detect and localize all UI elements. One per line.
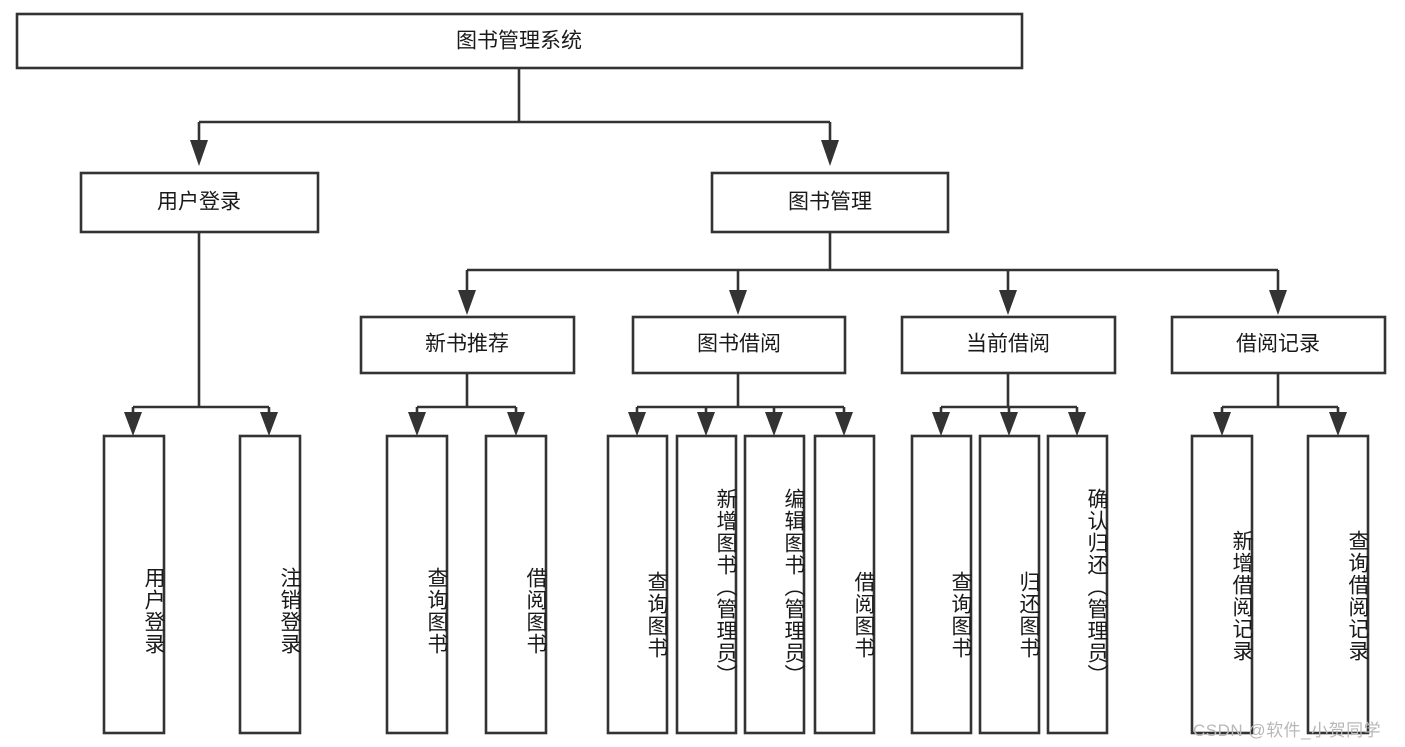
arrow-userlogin-l1-icon (124, 412, 142, 436)
csdn-watermark: CSDN @软件_小贺同学 (1193, 721, 1382, 740)
leaf-query-book-2-box[interactable] (606, 434, 669, 735)
leaf-return-book-box[interactable] (978, 434, 1041, 735)
node-current-borrow-box[interactable] (900, 315, 1117, 375)
arrow-newbook-l2-icon (507, 412, 525, 436)
node-book-management-system-box[interactable] (15, 12, 1024, 70)
leaf-edit-book-box[interactable] (743, 434, 806, 735)
connector-group-book-management (458, 232, 1287, 315)
arrow-currentborrow-l2-icon (1000, 412, 1018, 436)
node-new-book-recommend-box[interactable] (359, 315, 576, 375)
leaf-add-record-box[interactable] (1190, 434, 1254, 735)
leaf-user-login-box[interactable] (102, 434, 166, 735)
node-book-borrow-box[interactable] (631, 315, 847, 375)
arrow-bookmgmt-to-c3-icon (999, 290, 1017, 315)
leaf-logout-login-box[interactable] (238, 434, 302, 735)
node-user-login-label: 用户登录 (157, 191, 241, 214)
node-borrow-record[interactable]: 借阅记录 (1170, 315, 1387, 375)
node-book-borrow[interactable]: 图书借阅 (631, 315, 847, 375)
arrow-bookmgmt-to-c1-icon (458, 290, 476, 315)
leaf-borrow-book-2-box[interactable] (813, 434, 876, 735)
node-book-management-system-label: 图书管理系统 (456, 30, 582, 53)
leaf-query-record-box[interactable] (1306, 434, 1370, 735)
arrow-currentborrow-l1-icon (932, 412, 950, 436)
node-user-login[interactable]: 用户登录 (79, 171, 320, 234)
node-book-management-box[interactable] (710, 171, 950, 234)
leaf-boxes-group (102, 434, 1370, 735)
node-book-management-system[interactable]: 图书管理系统 (15, 12, 1024, 70)
connector-group-borrow-record (1213, 373, 1347, 436)
arrow-bookmgmt-to-c4-icon (1269, 290, 1287, 315)
connector-group-root (190, 68, 839, 166)
node-borrow-record-box[interactable] (1170, 315, 1387, 375)
node-user-login-box[interactable] (79, 171, 320, 234)
connector-group-new-book-recommend (408, 373, 525, 436)
node-current-borrow-label: 当前借阅 (966, 333, 1050, 356)
arrow-bookborrow-l3-icon (765, 412, 783, 436)
arrow-userlogin-l2-icon (260, 412, 278, 436)
arrow-bookborrow-l4-icon (835, 412, 853, 436)
arrow-root-to-user-login-icon (190, 140, 208, 166)
leaf-confirm-return-box[interactable] (1046, 434, 1109, 735)
arrow-borrowrecord-l2-icon (1329, 412, 1347, 436)
node-current-borrow[interactable]: 当前借阅 (900, 315, 1117, 375)
leaf-query-book-1-box[interactable] (385, 434, 449, 735)
arrow-currentborrow-l3-icon (1068, 412, 1086, 436)
leaf-query-book-3-box[interactable] (910, 434, 973, 735)
arrow-bookborrow-l1-icon (628, 412, 646, 436)
arrow-newbook-l1-icon (408, 412, 426, 436)
node-new-book-recommend[interactable]: 新书推荐 (359, 315, 576, 375)
connector-group-current-borrow (932, 373, 1086, 436)
arrow-borrowrecord-l1-icon (1213, 412, 1231, 436)
connector-group-user-login (124, 232, 278, 436)
node-book-borrow-label: 图书借阅 (697, 333, 781, 356)
arrow-bookborrow-l2-icon (697, 412, 715, 436)
arrow-root-to-book-mgmt-icon (821, 140, 839, 166)
node-borrow-record-label: 借阅记录 (1236, 333, 1320, 356)
node-new-book-recommend-label: 新书推荐 (425, 333, 509, 356)
node-book-management[interactable]: 图书管理 (710, 171, 950, 234)
connector-group-book-borrow (628, 373, 853, 436)
arrow-bookmgmt-to-c2-icon (729, 290, 747, 315)
leaf-add-book-box[interactable] (675, 434, 738, 735)
node-book-management-label: 图书管理 (788, 191, 872, 214)
leaf-borrow-book-1-box[interactable] (484, 434, 548, 735)
